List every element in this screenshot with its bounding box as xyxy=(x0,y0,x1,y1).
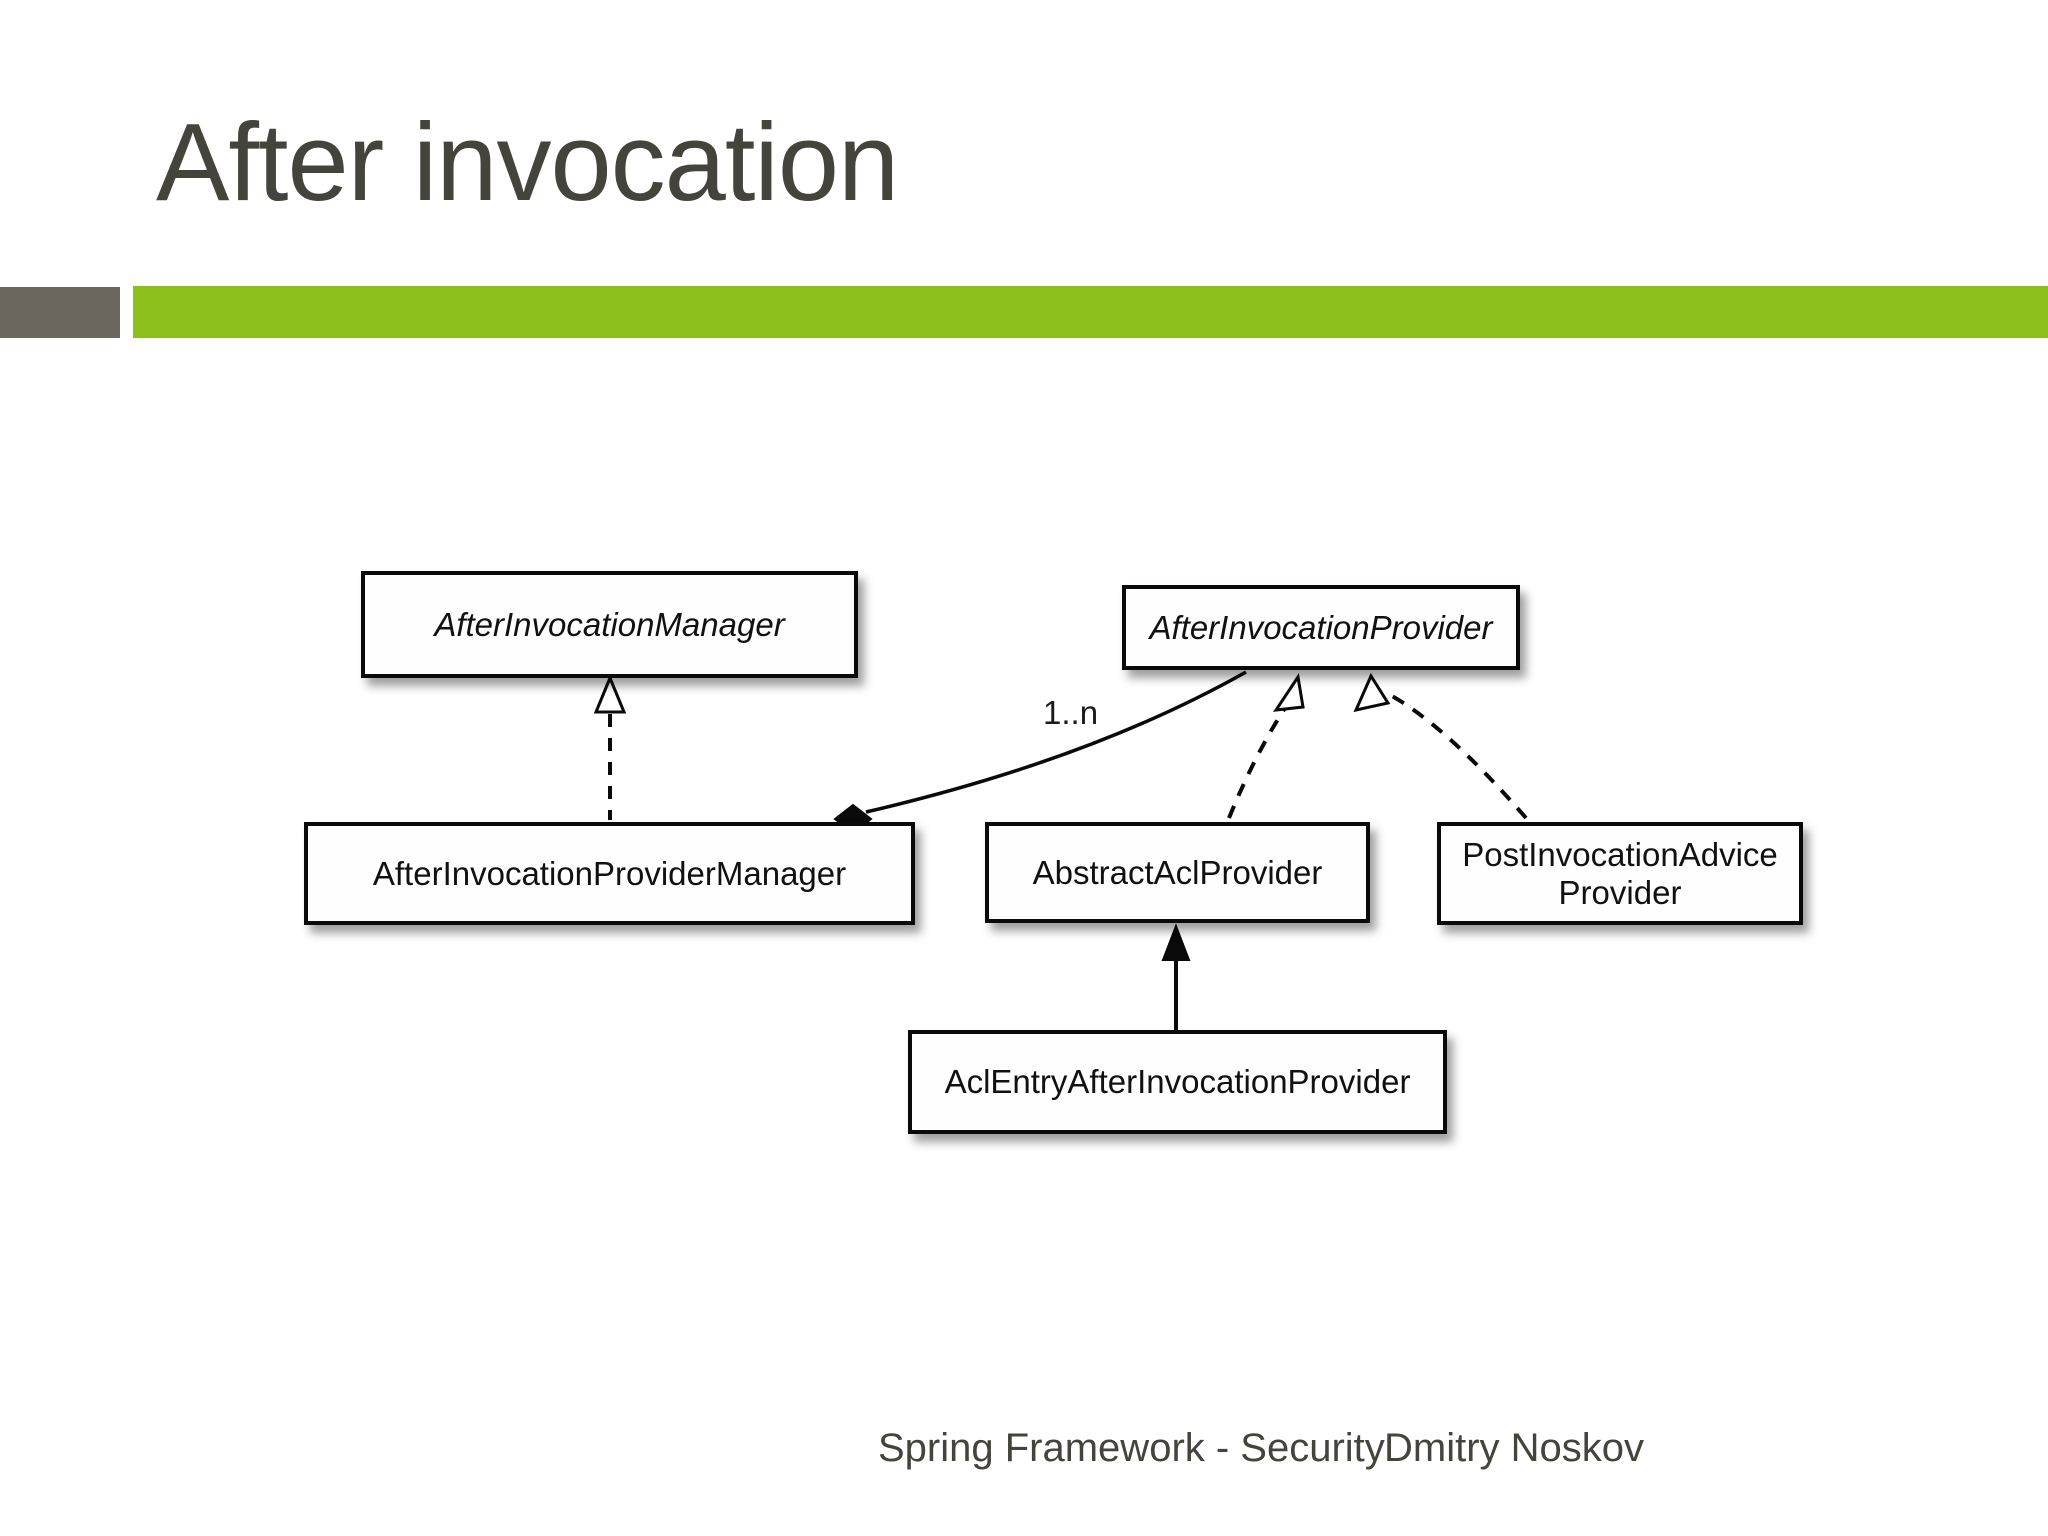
slide-title: After invocation xyxy=(156,101,899,224)
class-box-afterinvocationprovider: AfterInvocationProvider xyxy=(1122,585,1520,670)
class-label: AfterInvocationManager xyxy=(434,605,785,643)
relation-realization-providermanager-to-manager xyxy=(593,674,627,820)
class-label: AclEntryAfterInvocationProvider xyxy=(944,1063,1411,1101)
header-accent-green-bar xyxy=(133,286,2048,338)
class-box-aclentryafterinvocationprovider: AclEntryAfterInvocationProvider xyxy=(908,1030,1447,1134)
class-box-abstractaclprovider: AbstractAclProvider xyxy=(985,822,1370,923)
class-label: AfterInvocationProviderManager xyxy=(372,854,847,892)
footer-course-title: Spring Framework - Security xyxy=(878,1426,1385,1470)
class-box-afterinvocationmanager: AfterInvocationManager xyxy=(361,571,858,678)
relation-aggregation-providermanager-to-provider: 1..n xyxy=(833,670,1247,835)
relation-realization-postinvocation-to-provider xyxy=(1353,672,1528,820)
class-box-postinvocationadviceprovider: PostInvocationAdvice Provider xyxy=(1437,822,1803,925)
class-label: PostInvocationAdvice Provider xyxy=(1462,835,1778,911)
footer-author-name: Dmitry Noskov xyxy=(1384,1426,1645,1470)
class-box-afterinvocationprovidermanager: AfterInvocationProviderManager xyxy=(304,822,915,925)
relation-generalization-aclentry-to-abstractacl xyxy=(1161,923,1191,1030)
relation-realization-abstractacl-to-provider xyxy=(1227,673,1305,819)
class-label: AfterInvocationProvider xyxy=(1149,608,1493,646)
class-label: AbstractAclProvider xyxy=(1032,853,1323,891)
multiplicity-label: 1..n xyxy=(1043,694,1098,731)
header-accent-gray-block xyxy=(0,287,120,338)
